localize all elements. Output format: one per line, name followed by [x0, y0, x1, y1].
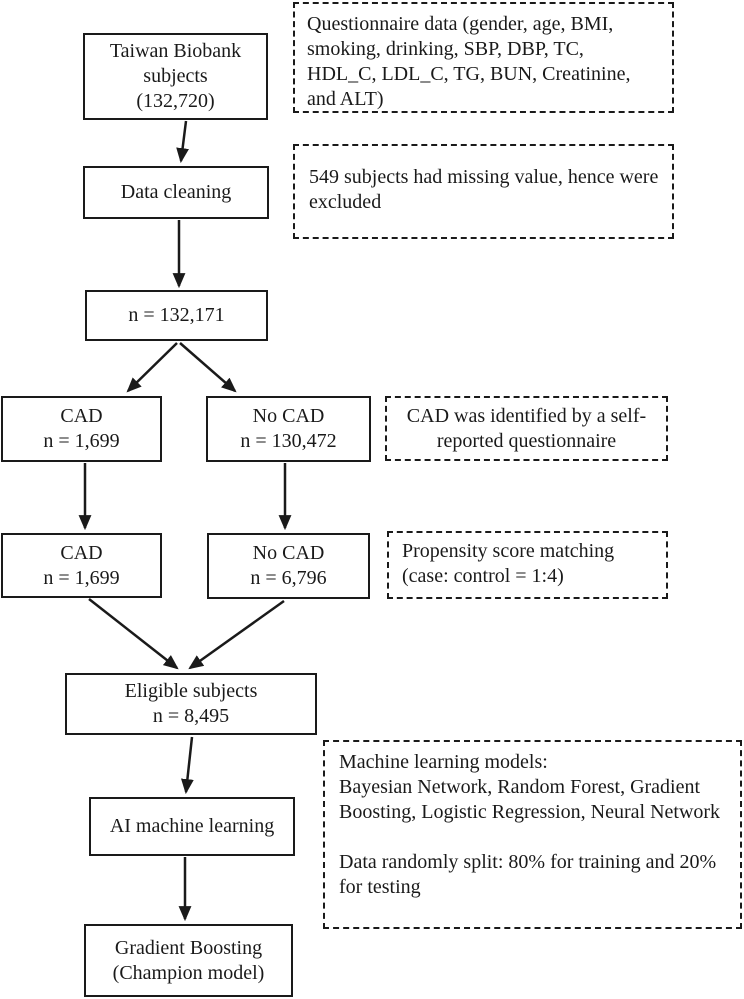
- arrow-taiwan-to-cleaning: [176, 120, 189, 164]
- node-count: n = 1,699: [43, 566, 120, 589]
- node-count: (Champion model): [112, 961, 265, 984]
- node-ai-machine-learning: AI machine learning: [89, 797, 295, 856]
- node-count: n = 1,699: [43, 430, 120, 452]
- node-label: Eligible subjects: [124, 680, 258, 702]
- node-cad-matched: CAD n = 1,699: [1, 533, 162, 598]
- note-missing-excluded: 549 subjects had missing value, hence we…: [293, 144, 674, 239]
- arrow-eligible-to-ai: [181, 736, 194, 795]
- node-data-cleaning: Data cleaning: [83, 166, 269, 219]
- node-cad-initial: CAD n = 1,699: [1, 396, 162, 462]
- node-label: CAD: [60, 541, 103, 564]
- note-text: CAD was identified by a self-reported qu…: [406, 404, 647, 452]
- note-model-list: Bayesian Network, Random Forest, Gradien…: [339, 776, 721, 823]
- arrow-cad2-to-eligible: [88, 598, 179, 670]
- note-propensity-matching: Propensity score matching (case: control…: [387, 531, 668, 599]
- note-questionnaire-data: Questionnaire data (gender, age, BMI, sm…: [293, 2, 674, 113]
- node-label: CAD: [60, 405, 103, 427]
- node-title: n = 132,171: [128, 304, 225, 326]
- node-taiwan-biobank-subjects: Taiwan Biobank subjects (132,720): [83, 33, 268, 120]
- node-title: Data cleaning: [120, 181, 232, 203]
- note-text: Propensity score matching (case: control…: [402, 540, 615, 587]
- node-label: Gradient Boosting: [114, 936, 263, 959]
- note-heading: Machine learning models:: [339, 751, 548, 773]
- arrow-n132171-to-nocad1: [179, 342, 237, 393]
- arrow-n132171-to-cad1: [126, 342, 178, 393]
- node-count: n = 130,472: [240, 430, 337, 452]
- note-data-split: Data randomly split: 80% for training an…: [339, 851, 717, 898]
- node-count: (132,720): [136, 90, 215, 112]
- arrow-nocad2-to-eligible: [188, 599, 285, 670]
- note-cad-identified: CAD was identified by a self-reported qu…: [385, 396, 668, 461]
- node-after-cleaning-count: n = 132,171: [85, 290, 268, 341]
- node-no-cad-matched: No CAD n = 6,796: [207, 533, 370, 599]
- note-text: Questionnaire data (gender, age, BMI, sm…: [307, 13, 631, 110]
- note-text: 549 subjects had missing value, hence we…: [309, 165, 659, 213]
- node-title: AI machine learning: [109, 815, 275, 837]
- node-label: No CAD: [252, 405, 325, 427]
- node-label: No CAD: [252, 542, 325, 564]
- node-count: n = 8,495: [152, 705, 230, 727]
- note-machine-learning-models: Machine learning models: Bayesian Networ…: [323, 740, 742, 929]
- node-count: n = 6,796: [250, 567, 327, 589]
- node-no-cad-initial: No CAD n = 130,472: [206, 396, 371, 462]
- node-gradient-boosting-champion: Gradient Boosting (Champion model): [84, 924, 293, 997]
- node-eligible-subjects: Eligible subjects n = 8,495: [65, 673, 317, 735]
- node-title: Taiwan Biobank subjects: [109, 40, 242, 87]
